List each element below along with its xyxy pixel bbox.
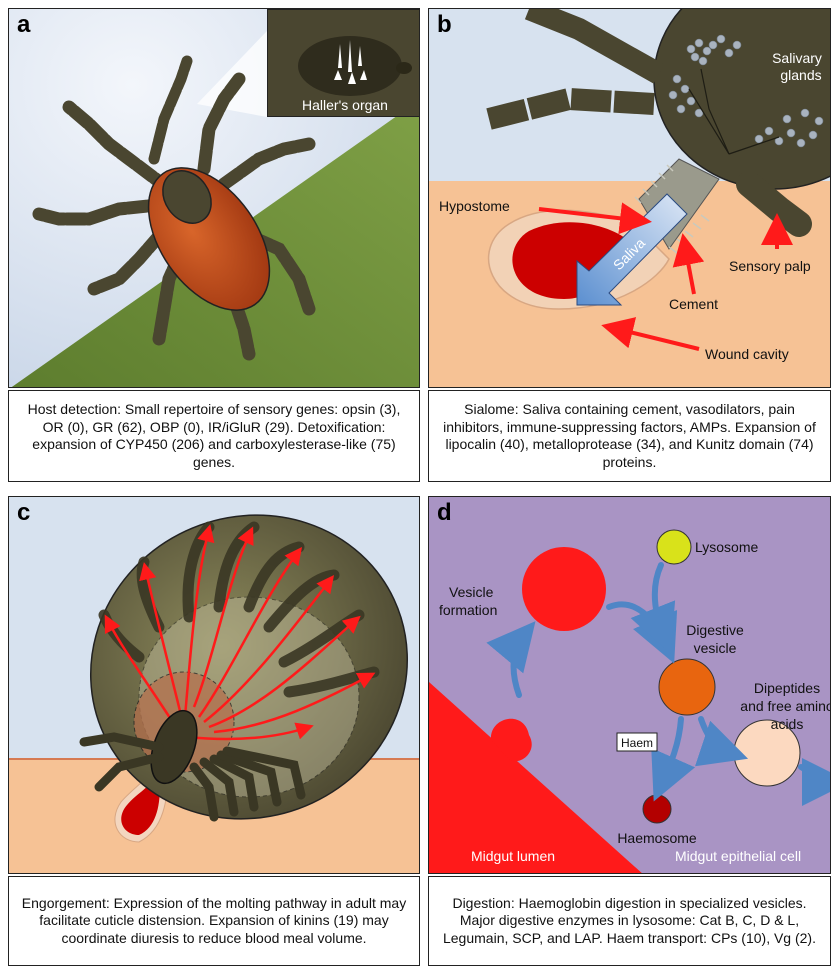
panel-label-c: c <box>17 499 30 527</box>
midgut-lumen-label: Midgut lumen <box>471 848 555 864</box>
caption-b-text: Sialome: Saliva containing cement, vasod… <box>437 401 822 471</box>
lysosome-label: Lysosome <box>695 539 759 555</box>
caption-a: Host detection: Small repertoire of sens… <box>8 390 420 482</box>
hypostome-label: Hypostome <box>439 198 510 214</box>
panel-b-illustration: Saliva Hypostome Cement Sensory palp Wou… <box>429 9 831 388</box>
panel-a: Haller's organ a <box>8 8 420 388</box>
digestive-vesicle <box>659 659 715 715</box>
panel-c: c <box>8 496 420 874</box>
caption-a-text: Host detection: Small repertoire of sens… <box>17 401 411 471</box>
caption-b: Sialome: Saliva containing cement, vasod… <box>428 390 831 482</box>
panel-c-illustration <box>9 497 420 874</box>
haemosome-label: Haemosome <box>617 830 697 846</box>
panel-label-a: a <box>17 11 30 39</box>
sensory-palp-label: Sensory palp <box>729 258 811 274</box>
panel-label-b: b <box>437 11 452 39</box>
caption-d: Digestion: Haemoglobin digestion in spec… <box>428 876 831 966</box>
hallers-organ-label: Haller's organ <box>302 97 388 113</box>
haem-label: Haem <box>621 736 653 750</box>
hallers-organ-inset: Haller's organ <box>267 9 420 117</box>
midgut-epithelial-label: Midgut epithelial cell <box>675 848 801 864</box>
cement-label: Cement <box>669 296 718 312</box>
panel-label-d: d <box>437 499 452 527</box>
wound-cavity-label: Wound cavity <box>705 346 789 362</box>
caption-c: Engorgement: Expression of the molting p… <box>8 876 420 966</box>
caption-c-text: Engorgement: Expression of the molting p… <box>17 895 411 948</box>
caption-d-text: Digestion: Haemoglobin digestion in spec… <box>437 895 822 948</box>
panel-b: Saliva Hypostome Cement Sensory palp Wou… <box>428 8 831 388</box>
lysosome-vesicle <box>657 530 691 564</box>
haemosome-vesicle <box>643 795 671 823</box>
vesicle-forming <box>522 547 606 631</box>
